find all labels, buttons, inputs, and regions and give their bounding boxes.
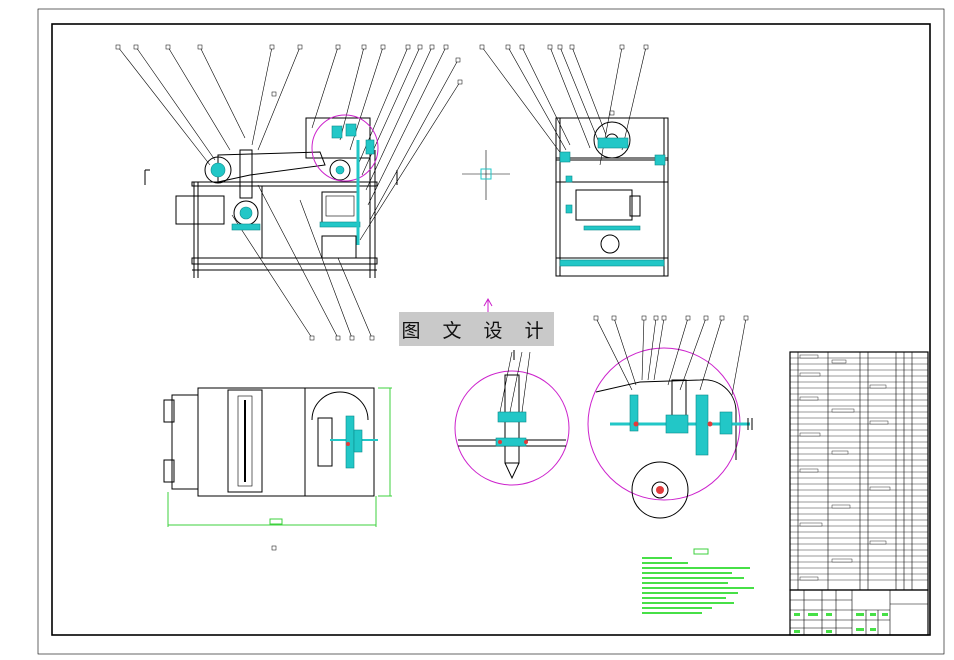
sheet-inner-border xyxy=(51,23,931,636)
technical-requirements xyxy=(642,548,754,614)
parts-list xyxy=(789,351,929,591)
title-block xyxy=(789,589,929,636)
watermark: 图 文 设 计 xyxy=(399,312,554,346)
watermark-text: 图 文 设 计 xyxy=(401,319,552,342)
front-view xyxy=(115,44,463,341)
side-view xyxy=(479,44,669,277)
top-view xyxy=(163,387,392,551)
sheet-outer-border xyxy=(37,8,945,655)
detail-view-b xyxy=(587,315,753,519)
center-mark xyxy=(462,150,510,200)
detail-view-a xyxy=(454,297,570,486)
